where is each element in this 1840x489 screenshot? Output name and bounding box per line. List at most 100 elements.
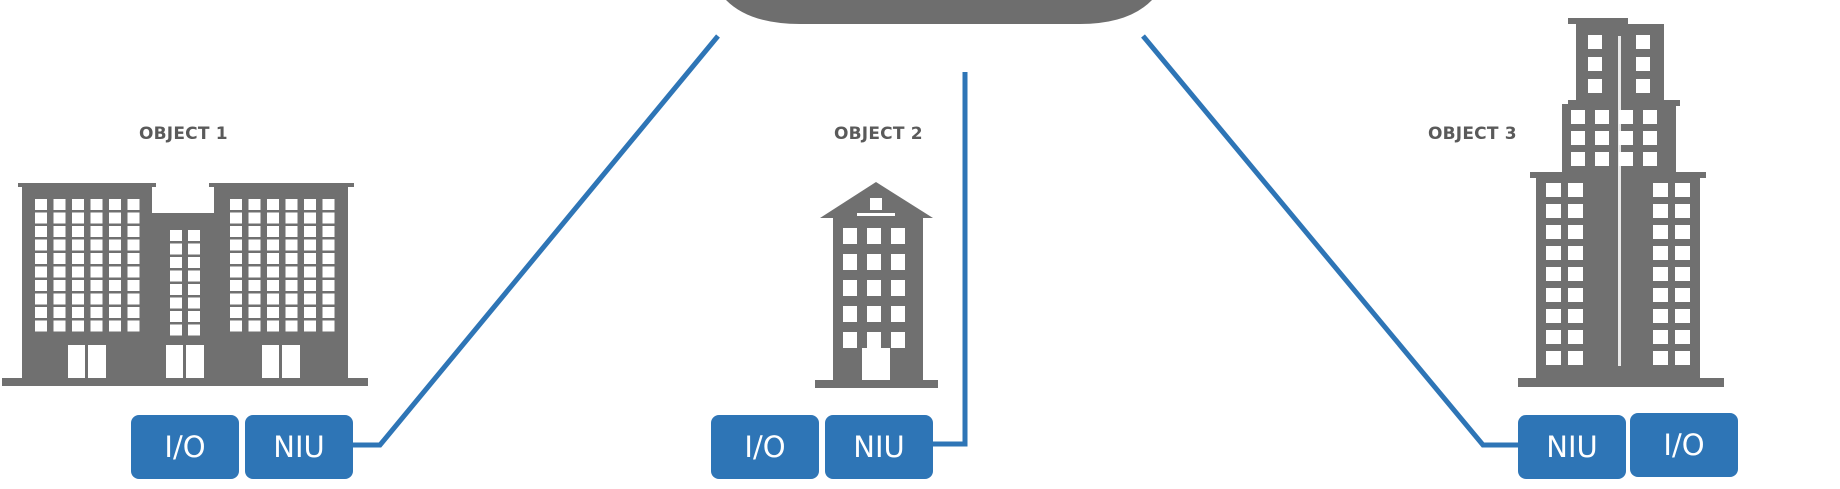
- window: [285, 320, 298, 332]
- window: [1595, 110, 1609, 124]
- window: [127, 253, 140, 264]
- window: [1643, 110, 1657, 124]
- window: [1568, 183, 1583, 197]
- window: [248, 293, 261, 305]
- window: [1653, 309, 1668, 323]
- window: [304, 253, 316, 264]
- window: [35, 199, 47, 210]
- window: [127, 293, 140, 305]
- window: [53, 280, 66, 291]
- window: [127, 280, 140, 291]
- window: [188, 257, 200, 268]
- window: [1675, 183, 1690, 197]
- window: [891, 254, 905, 270]
- window: [1571, 110, 1585, 124]
- window: [230, 199, 242, 210]
- window: [188, 311, 200, 322]
- window: [304, 293, 316, 305]
- window: [1546, 183, 1561, 197]
- window: [90, 253, 103, 264]
- window: [72, 266, 84, 278]
- window: [843, 332, 857, 348]
- window: [891, 280, 905, 296]
- window: [127, 199, 140, 210]
- window: [267, 226, 279, 237]
- window: [1653, 204, 1668, 218]
- window: [285, 226, 298, 237]
- window: [53, 212, 66, 224]
- window: [267, 293, 279, 305]
- window: [90, 280, 103, 291]
- window: [109, 293, 121, 305]
- window: [230, 266, 242, 278]
- window: [867, 254, 881, 270]
- window: [1546, 246, 1561, 260]
- window: [127, 239, 140, 251]
- window: [843, 280, 857, 296]
- window: [1568, 204, 1583, 218]
- window: [1653, 225, 1668, 239]
- window: [35, 226, 47, 237]
- window: [53, 199, 66, 210]
- object-3-io-module[interactable]: I/O: [1630, 413, 1738, 477]
- object-1-io-module[interactable]: I/O: [131, 415, 239, 479]
- window: [53, 320, 66, 332]
- window: [1568, 246, 1583, 260]
- window: [1546, 309, 1561, 323]
- window: [230, 320, 242, 332]
- window: [1568, 267, 1583, 281]
- window: [304, 226, 316, 237]
- window: [1675, 351, 1690, 365]
- window: [1588, 57, 1602, 71]
- window: [1675, 204, 1690, 218]
- window: [322, 253, 335, 264]
- window: [1675, 267, 1690, 281]
- window: [1653, 183, 1668, 197]
- window: [170, 311, 182, 322]
- window: [843, 228, 857, 244]
- window: [90, 239, 103, 251]
- window: [170, 297, 182, 309]
- window: [1546, 288, 1561, 302]
- window: [1675, 225, 1690, 239]
- window: [867, 332, 881, 348]
- object-2-io-module[interactable]: I/O: [711, 415, 819, 479]
- window: [72, 239, 84, 251]
- window: [35, 253, 47, 264]
- window: [1546, 204, 1561, 218]
- window: [267, 320, 279, 332]
- window: [891, 332, 905, 348]
- link-line-object-3: [1141, 34, 1520, 448]
- window: [285, 239, 298, 251]
- window: [322, 226, 335, 237]
- window: [1675, 288, 1690, 302]
- window: [867, 306, 881, 322]
- window: [109, 226, 121, 237]
- window: [1568, 225, 1583, 239]
- window: [170, 257, 182, 268]
- window: [867, 228, 881, 244]
- window: [230, 212, 242, 224]
- window: [843, 254, 857, 270]
- window: [188, 324, 200, 336]
- window: [90, 199, 103, 210]
- object-3-niu-module[interactable]: NIU: [1518, 415, 1626, 479]
- window: [53, 307, 66, 318]
- window: [248, 320, 261, 332]
- window: [35, 212, 47, 224]
- object-2-label: OBJECT 2: [834, 124, 923, 144]
- window: [304, 320, 316, 332]
- window: [1595, 131, 1609, 145]
- window: [1571, 152, 1585, 166]
- window: [285, 307, 298, 318]
- window: [1619, 152, 1633, 166]
- link-line-object-1: [353, 34, 720, 448]
- window: [170, 270, 182, 282]
- window: [188, 284, 200, 295]
- object-2-niu-module[interactable]: NIU: [825, 415, 933, 479]
- object-1-label: OBJECT 1: [139, 124, 228, 144]
- window: [1653, 351, 1668, 365]
- window: [109, 253, 121, 264]
- window: [304, 307, 316, 318]
- object-1-niu-module[interactable]: NIU: [245, 415, 353, 479]
